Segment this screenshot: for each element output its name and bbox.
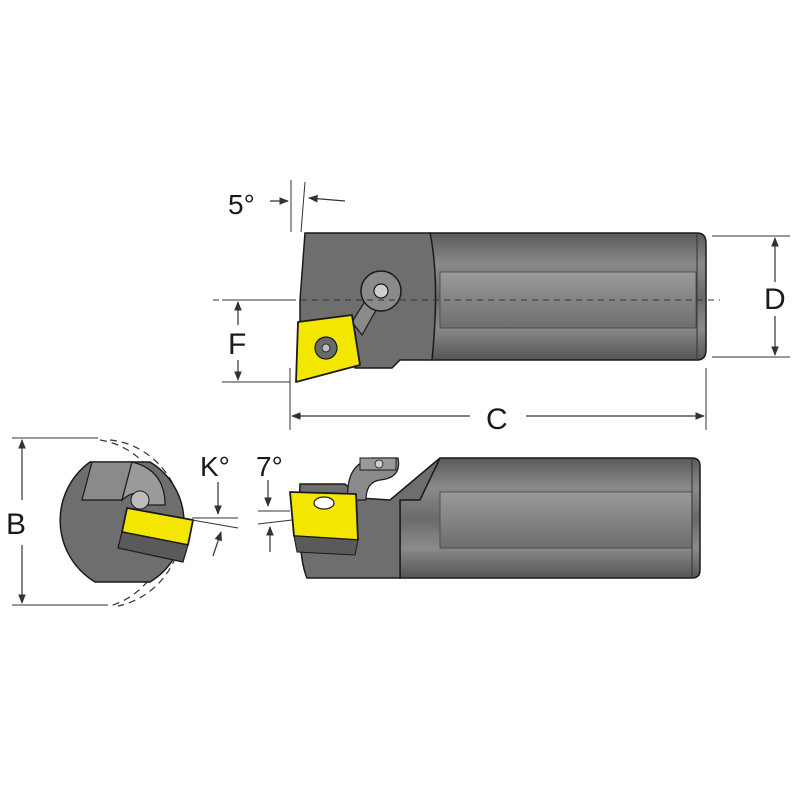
dim-b-label: B xyxy=(6,508,26,541)
side-clamp-screw xyxy=(374,459,384,469)
top-clamp-screw-hole xyxy=(373,283,389,299)
top-view: 5° F D C xyxy=(213,180,790,436)
side-insert-seat xyxy=(293,535,359,556)
side-insert-hole xyxy=(313,496,335,510)
end-insert-seat xyxy=(117,531,189,563)
top-insert-hole-inner xyxy=(321,343,331,353)
angle-7-label: 7° xyxy=(256,451,283,482)
dim-c-label: C xyxy=(486,403,508,436)
end-clamp-screw xyxy=(130,490,150,510)
angle-5-label: 5° xyxy=(228,189,255,220)
k-tilt-line xyxy=(191,519,239,529)
side-shank-flat xyxy=(439,491,693,549)
angle-5-arrow xyxy=(308,194,346,203)
angle-k-label: K° xyxy=(200,451,230,482)
dim-f-label: F xyxy=(228,328,246,361)
side-view: 7° xyxy=(256,451,701,579)
angle-7-tilt-line xyxy=(257,519,293,525)
end-clamp xyxy=(120,461,166,506)
end-view: B K° xyxy=(6,437,239,607)
k-arrow-bottom xyxy=(212,531,222,557)
dim-d-label: D xyxy=(764,283,786,316)
angle-5-tilt-line xyxy=(300,181,306,233)
